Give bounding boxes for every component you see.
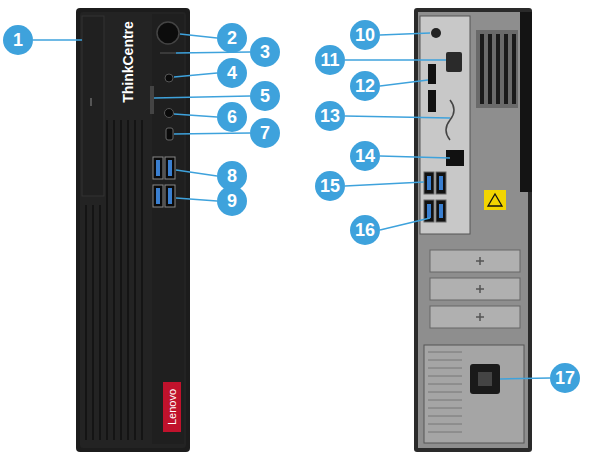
callout-number: 8	[217, 161, 247, 191]
callout-number: 7	[250, 118, 280, 148]
callout-number: 1	[3, 25, 33, 55]
callout-number: 9	[217, 186, 247, 216]
callout-number: 17	[550, 363, 580, 393]
callout-number: 4	[217, 58, 247, 88]
front-tower	[76, 8, 190, 452]
callout-number: 13	[315, 101, 345, 131]
callout-number: 15	[315, 171, 345, 201]
logo-text: Lenovo	[166, 389, 178, 425]
callout-number: 16	[350, 215, 380, 245]
callout-number: 14	[350, 141, 380, 171]
callout-number: 11	[315, 45, 345, 75]
callout-number: 2	[217, 23, 247, 53]
callout-number: 10	[350, 20, 380, 50]
callout-circles	[3, 20, 580, 393]
leader-lines	[33, 33, 550, 379]
callout-number: 12	[350, 71, 380, 101]
brand-name: ThinkCentre	[120, 21, 136, 103]
callout-number: 3	[250, 37, 280, 67]
callout-number: 6	[217, 102, 247, 132]
callout-number: 5	[250, 81, 280, 111]
back-tower	[414, 8, 532, 452]
